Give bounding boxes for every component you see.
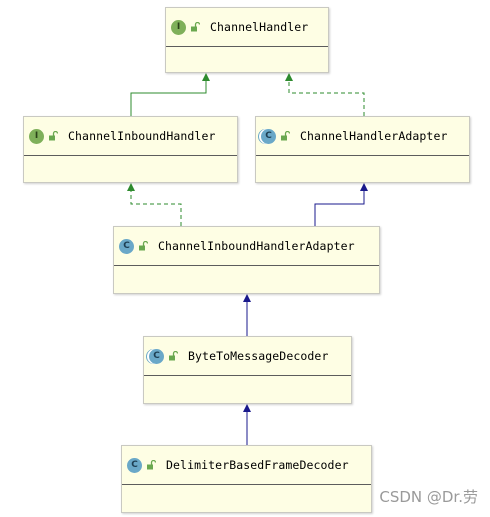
node-byte-to-message-decoder[interactable]: C ByteToMessageDecoder bbox=[143, 336, 352, 404]
node-label: ChannelInboundHandlerAdapter bbox=[158, 239, 355, 253]
watermark: CSDN @Dr.劳 bbox=[379, 488, 478, 506]
lock-open-icon bbox=[168, 351, 178, 361]
class-icon: C bbox=[119, 238, 134, 254]
node-header: C ChannelInboundHandlerAdapter bbox=[114, 227, 379, 266]
node-members bbox=[256, 156, 469, 182]
node-header: I ChannelHandler bbox=[166, 8, 328, 47]
arrowhead-blue bbox=[243, 404, 251, 412]
node-header: I ChannelInboundHandler bbox=[24, 117, 237, 156]
node-label: ByteToMessageDecoder bbox=[188, 349, 329, 363]
node-header: C ByteToMessageDecoder bbox=[144, 337, 351, 376]
node-label: ChannelInboundHandler bbox=[68, 129, 216, 143]
node-members bbox=[114, 266, 379, 292]
interface-icon: I bbox=[29, 128, 44, 144]
node-channel-inbound-handler-adapter[interactable]: C ChannelInboundHandlerAdapter bbox=[113, 226, 380, 294]
lock-open-icon bbox=[138, 241, 148, 251]
edge-inbound-to-handler bbox=[130, 80, 207, 116]
interface-icon: I bbox=[171, 19, 186, 35]
abstract-class-icon: C bbox=[149, 348, 164, 364]
edge-adapter-to-handler bbox=[288, 80, 365, 116]
arrowhead-green bbox=[127, 183, 135, 191]
node-members bbox=[24, 156, 237, 182]
node-members bbox=[166, 47, 328, 73]
node-members bbox=[122, 485, 371, 511]
arrowhead-blue bbox=[360, 183, 368, 191]
arrowhead-green bbox=[285, 73, 293, 81]
node-channel-inbound-handler[interactable]: I ChannelInboundHandler bbox=[23, 116, 238, 183]
class-icon: C bbox=[127, 457, 142, 473]
lock-open-icon bbox=[146, 460, 156, 470]
node-label: ChannelHandlerAdapter bbox=[300, 129, 448, 143]
node-label: DelimiterBasedFrameDecoder bbox=[166, 458, 349, 472]
node-channel-handler[interactable]: I ChannelHandler bbox=[165, 7, 329, 73]
lock-open-icon bbox=[48, 131, 58, 141]
lock-open-icon bbox=[190, 22, 200, 32]
abstract-class-icon: C bbox=[261, 128, 276, 144]
node-delimiter-based-frame-decoder[interactable]: C DelimiterBasedFrameDecoder bbox=[121, 445, 372, 513]
arrowhead-green bbox=[202, 73, 210, 81]
node-channel-handler-adapter[interactable]: C ChannelHandlerAdapter bbox=[255, 116, 470, 183]
edge-inbound-adapter-to-inbound bbox=[130, 191, 182, 226]
node-header: C DelimiterBasedFrameDecoder bbox=[122, 446, 371, 485]
node-label: ChannelHandler bbox=[210, 20, 309, 34]
node-members bbox=[144, 376, 351, 402]
arrowhead-blue bbox=[243, 294, 251, 302]
lock-open-icon bbox=[280, 131, 290, 141]
edge-inbound-adapter-to-adapter bbox=[314, 191, 365, 226]
node-header: C ChannelHandlerAdapter bbox=[256, 117, 469, 156]
